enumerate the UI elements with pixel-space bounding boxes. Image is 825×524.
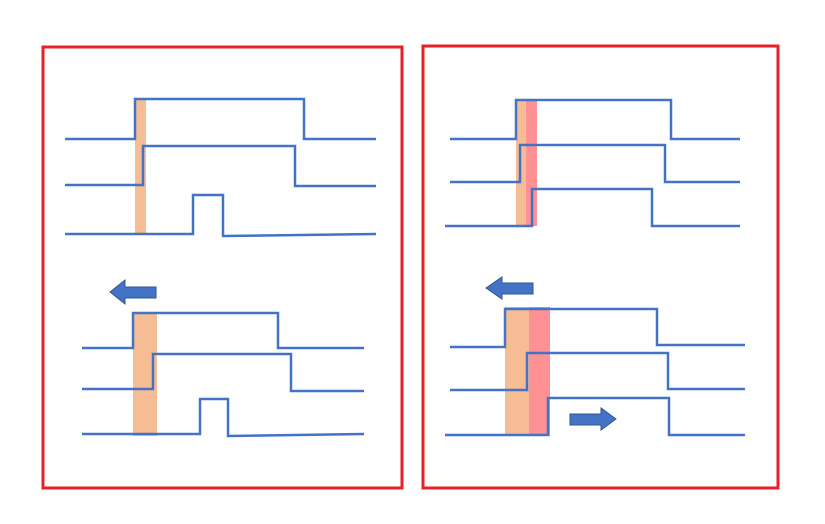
right-top-signal-1 [450,98,740,141]
left-panel-frame [41,45,404,490]
right-top-signal-3 [445,187,740,228]
right-bottom-signal-2 [450,351,745,392]
right-bottom-highlight-orange [505,307,529,436]
left-arrow-icon [485,276,534,300]
left-top-signal-2 [65,144,376,188]
left-bottom-signal-3 [82,397,365,438]
left-bottom-signal-1 [82,311,364,350]
right-bottom-signal-1 [450,307,745,349]
left-top-highlight [135,99,146,235]
right-bottom-highlight-red [529,307,550,436]
right-arrow-icon [569,407,617,431]
right-top-highlight-red [526,100,537,226]
left-top-signal-1 [65,97,376,141]
right-panel-frame [421,44,780,490]
right-top-signal-2 [450,143,740,184]
left-bottom-signal-2 [82,352,364,393]
left-arrow-icon [109,278,157,306]
right-bottom-signal-3 [445,396,745,437]
left-top-signal-3 [65,193,377,238]
